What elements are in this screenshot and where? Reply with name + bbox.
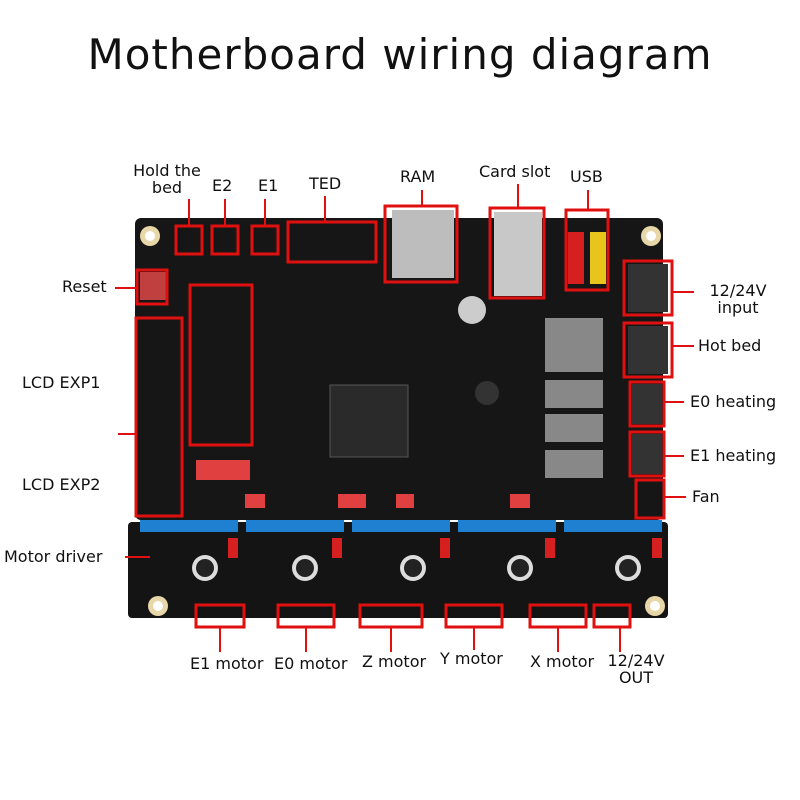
mosfet: [545, 450, 603, 478]
label-z-motor: Z motor: [362, 652, 427, 671]
label-input: 12/24V input: [696, 282, 780, 316]
label-fan: Fan: [692, 487, 720, 506]
fuse-red: [568, 232, 584, 284]
label-card-slot: Card slot: [479, 162, 551, 181]
red-headers: [196, 460, 530, 508]
sd-slot: [392, 210, 454, 278]
label-e1-heating: E1 heating: [690, 446, 777, 465]
label-line: Hold the: [133, 161, 201, 180]
inductor: [475, 381, 499, 405]
label-line: bed: [151, 178, 183, 197]
label-line: 12/24V: [607, 651, 665, 670]
label-y-motor: Y motor: [440, 649, 503, 668]
capacitor: [458, 296, 486, 324]
label-e1-motor: E1 motor: [190, 654, 264, 673]
fuse-yellow: [590, 232, 606, 284]
terminal-block: [628, 264, 668, 312]
label-e0-heating: E0 heating: [690, 392, 777, 411]
mosfet: [545, 414, 603, 442]
label-ted: TED: [309, 174, 342, 193]
label-out: 12/24V OUT: [598, 652, 674, 686]
label-motor-driver: Motor driver: [4, 547, 103, 566]
driver-board: [128, 522, 668, 618]
mosfet: [545, 318, 603, 372]
leader-lines: [115, 184, 694, 652]
reset-button: [140, 272, 166, 300]
label-line: OUT: [618, 668, 654, 687]
label-line: input: [717, 298, 759, 317]
terminal-block: [632, 384, 662, 424]
label-hot-bed: Hot bed: [698, 336, 762, 355]
label-e2: E2: [212, 176, 233, 195]
label-reset: Reset: [62, 277, 107, 296]
label-e0-motor: E0 motor: [274, 654, 348, 673]
label-hold-the-bed: Hold the bed: [112, 162, 222, 196]
label-line: 12/24V: [709, 281, 767, 300]
terminal-block: [632, 434, 662, 474]
usb-port: [494, 212, 542, 296]
label-ram: RAM: [400, 167, 436, 186]
label-lcd-exp1: LCD EXP1: [22, 373, 101, 392]
page-title: Motherboard wiring diagram: [87, 30, 713, 79]
label-lcd-exp2: LCD EXP2: [22, 475, 101, 494]
label-x-motor: X motor: [530, 652, 595, 671]
driver-strips: [140, 520, 662, 532]
terminal-block: [628, 326, 668, 374]
mcu-chip: [329, 384, 409, 458]
driver-modules: [192, 538, 662, 581]
label-e1: E1: [258, 176, 279, 195]
mosfet: [545, 380, 603, 408]
label-usb: USB: [570, 167, 603, 186]
